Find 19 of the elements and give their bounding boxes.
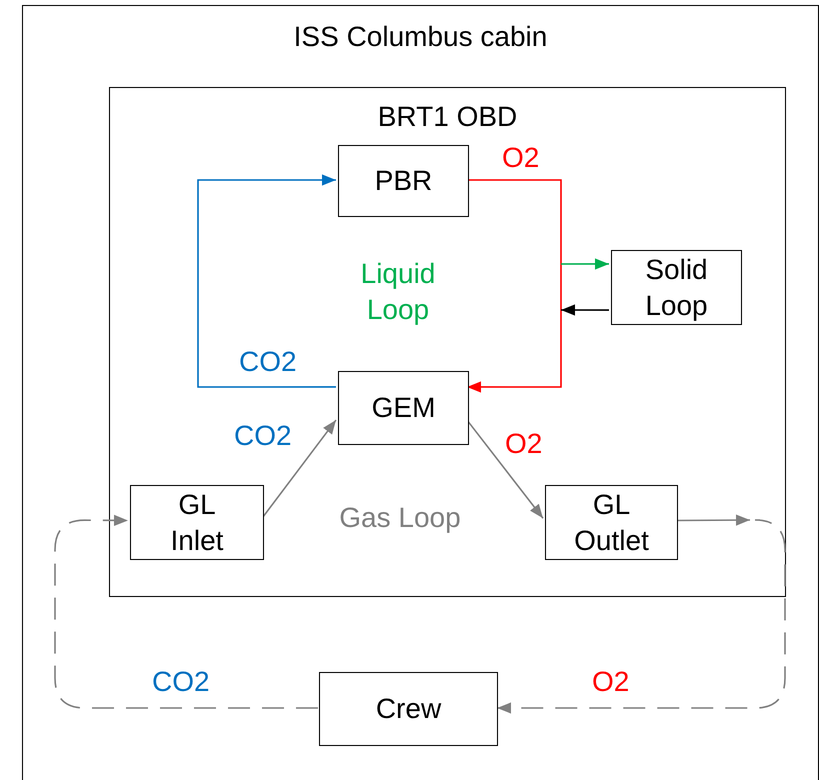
arrow bbox=[561, 304, 609, 316]
arrow bbox=[561, 258, 609, 270]
loop-label: Gas Loop bbox=[338, 501, 462, 535]
region-frame bbox=[109, 87, 786, 597]
arrow bbox=[197, 174, 336, 388]
region-frame bbox=[22, 5, 819, 780]
arrow bbox=[467, 179, 562, 393]
process-box: GEM bbox=[338, 371, 469, 445]
loop-label: Liquid Loop bbox=[360, 257, 436, 327]
region-title: BRT1 OBD bbox=[378, 100, 518, 134]
process-box: GL Outlet bbox=[545, 485, 678, 560]
process-box: Solid Loop bbox=[611, 250, 742, 325]
process-box: Crew bbox=[319, 672, 498, 746]
arrow bbox=[54, 514, 318, 709]
arrow bbox=[676, 514, 750, 526]
arrow bbox=[497, 519, 786, 714]
region-title: ISS Columbus cabin bbox=[294, 20, 548, 54]
process-box: PBR bbox=[338, 145, 469, 217]
process-box: GL Inlet bbox=[130, 485, 264, 560]
